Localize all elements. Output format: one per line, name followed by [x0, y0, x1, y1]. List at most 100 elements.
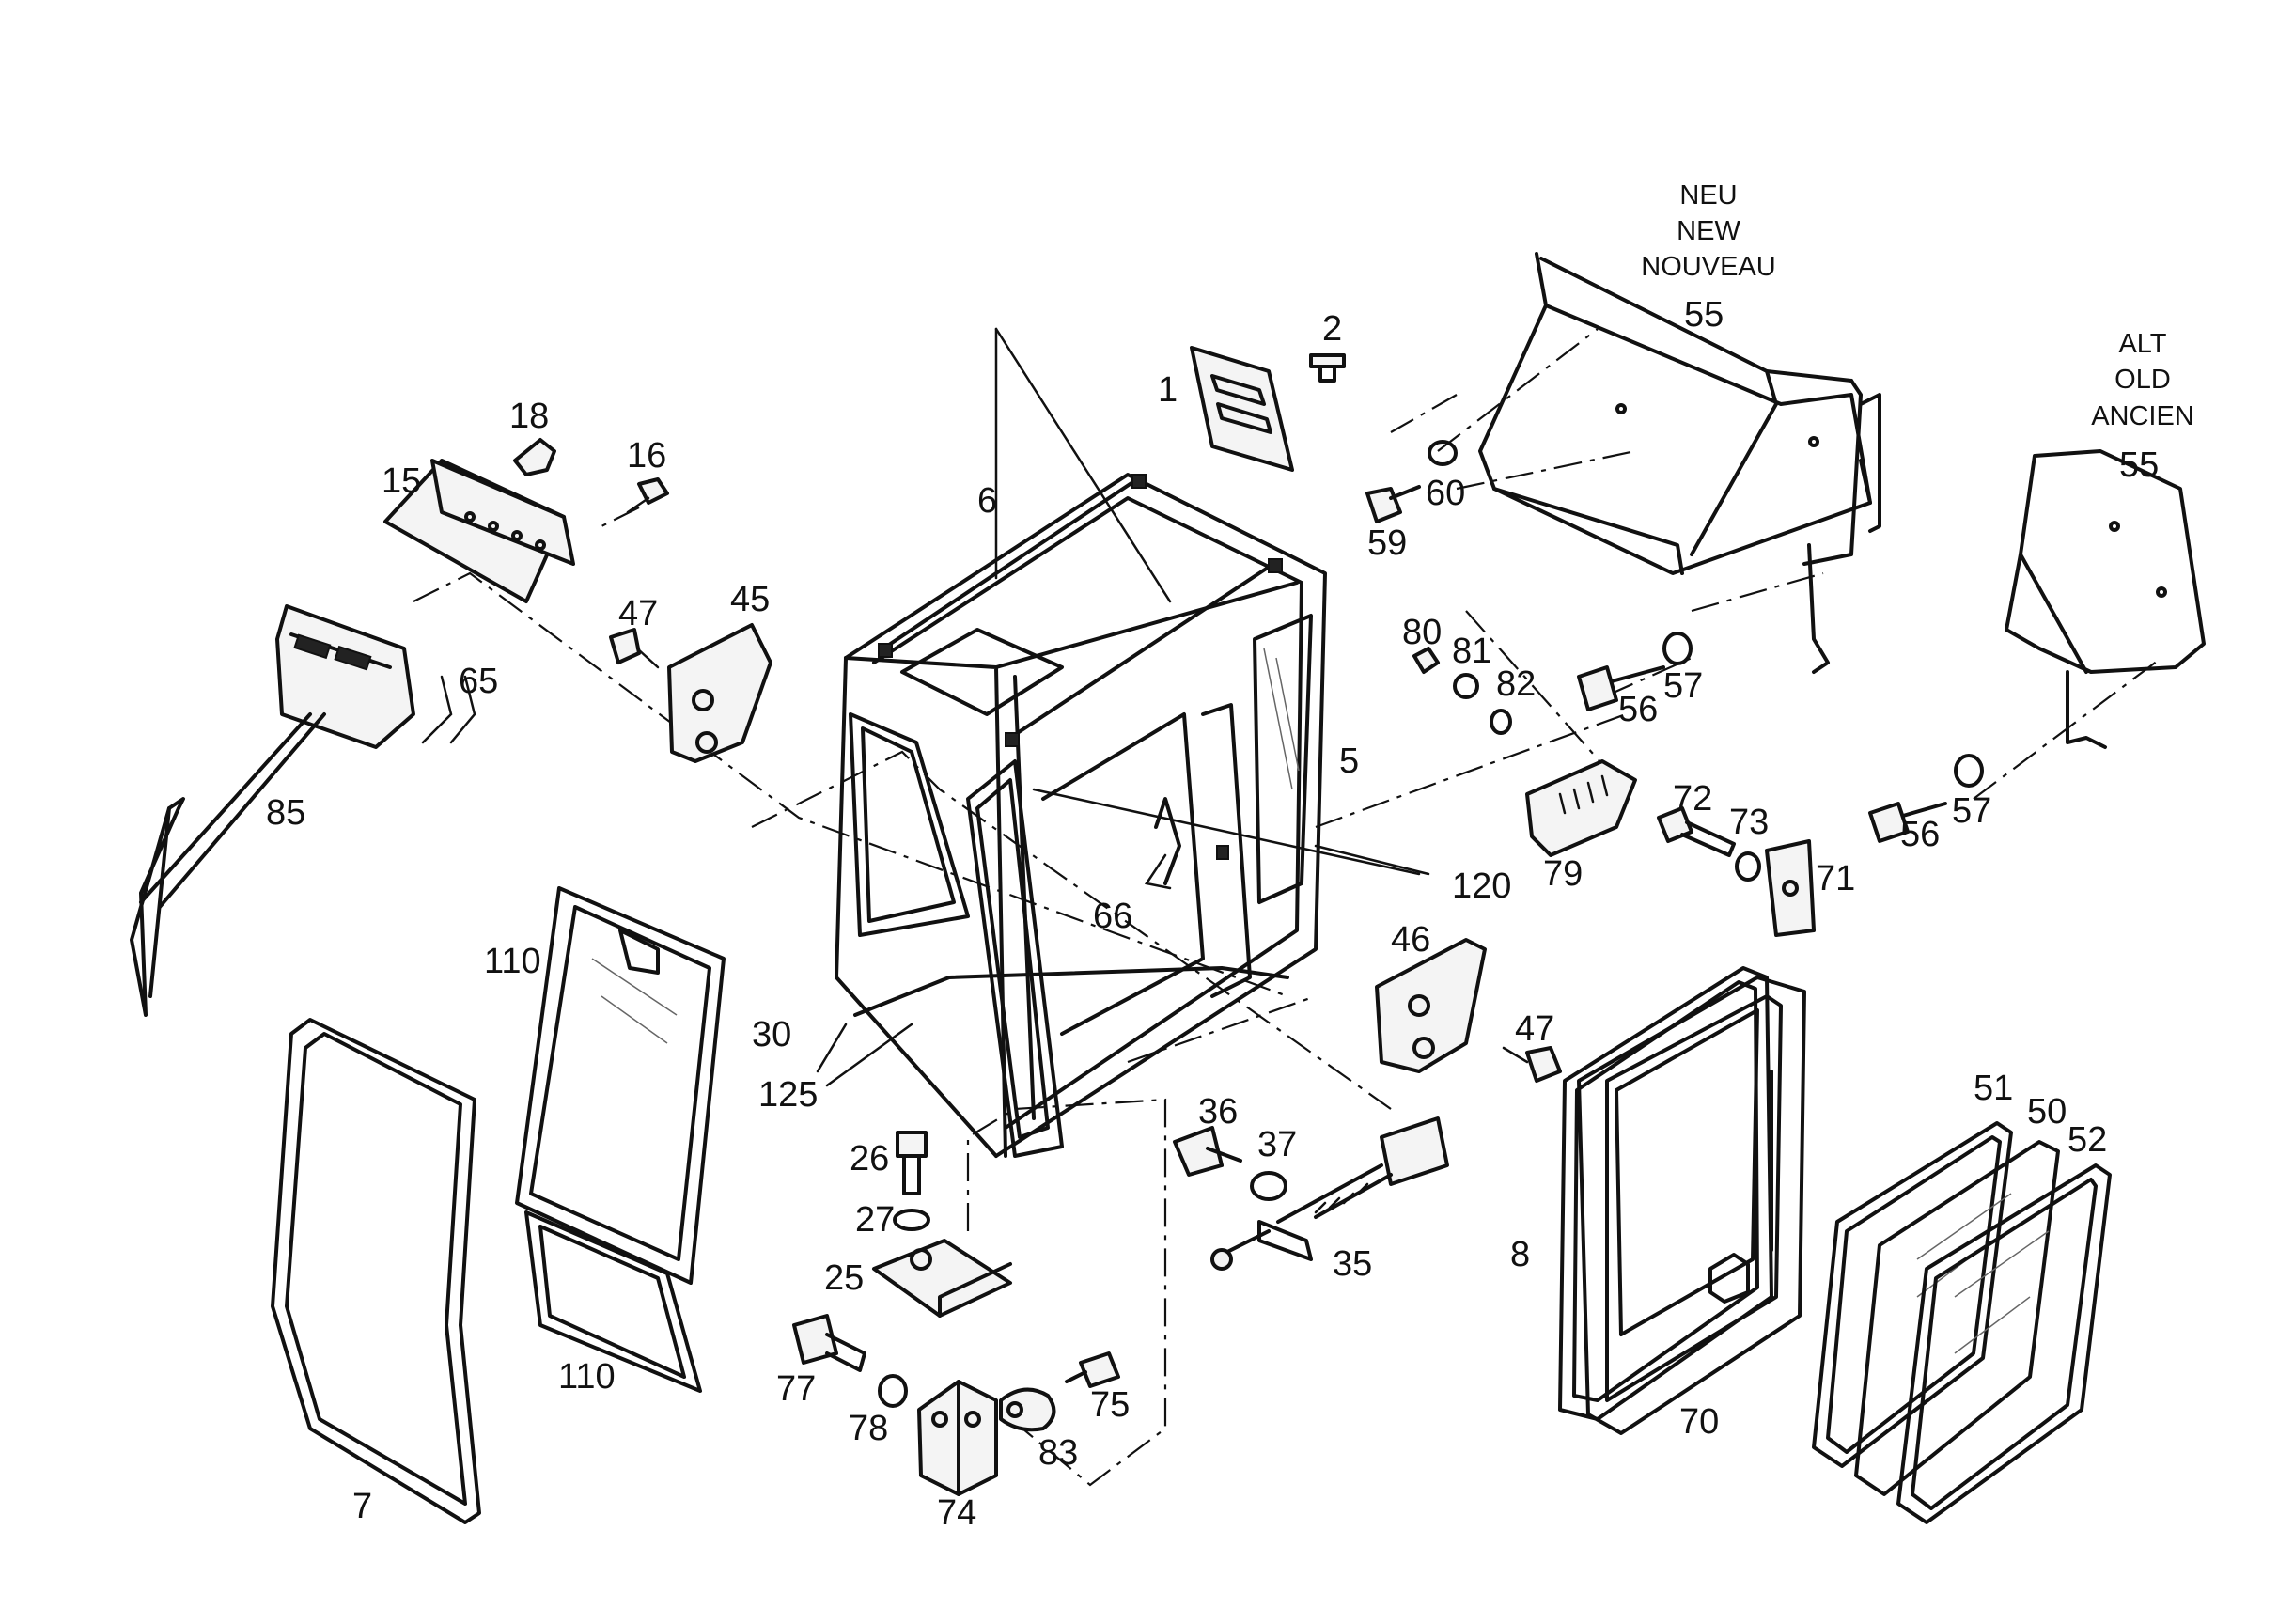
- variant-new-line-3: NOUVEAU: [1641, 252, 1775, 282]
- washer-27: [893, 1209, 930, 1231]
- door-stay-35: [1210, 1116, 1449, 1271]
- label-part-30: 30: [752, 1015, 791, 1054]
- variant-old-line-1: ALT: [2118, 329, 2166, 359]
- washer-60: [1428, 440, 1458, 466]
- label-part-15: 15: [382, 461, 421, 501]
- variant-note-old: ALT OLD ANCIEN: [2091, 329, 2194, 431]
- label-part-36: 36: [1198, 1092, 1238, 1132]
- label-part-50: 50: [2027, 1092, 2067, 1132]
- connector-79: [1525, 759, 1637, 857]
- screw-59: [1365, 485, 1421, 523]
- bolt-36: [1173, 1126, 1242, 1177]
- bolt-26: [896, 1131, 928, 1195]
- window-seal-52: [1896, 1163, 2112, 1524]
- label-part-120: 120: [1452, 867, 1511, 906]
- label-part-1: 1: [1158, 370, 1178, 410]
- fuse-strip: [383, 459, 575, 603]
- label-part-66: 66: [1093, 897, 1132, 936]
- callout-labels: 1 2 6 18 16 15 47 45 65 85 5 120 66 110 …: [266, 295, 2159, 1533]
- screw-16: [626, 477, 669, 514]
- storage-box-old: [2005, 449, 2206, 749]
- label-part-78: 78: [849, 1409, 888, 1448]
- label-part-46: 46: [1391, 920, 1430, 960]
- label-part-8: 8: [1510, 1235, 1530, 1274]
- label-part-18: 18: [509, 397, 549, 436]
- bolt-72: [1657, 806, 1736, 857]
- bolt-56-upper: [1577, 665, 1665, 711]
- washer-81: [1453, 673, 1479, 699]
- seal-frame-7: [271, 1018, 481, 1524]
- label-part-45: 45: [730, 580, 770, 619]
- washer-78: [878, 1374, 908, 1408]
- label-part-79: 79: [1543, 854, 1583, 894]
- label-part-37: 37: [1257, 1125, 1297, 1164]
- label-part-56-lower: 56: [1900, 815, 1940, 854]
- variant-old-line-3: ANCIEN: [2091, 401, 2194, 431]
- label-part-85: 85: [266, 793, 305, 833]
- nut-80: [1412, 647, 1440, 674]
- bolt-47-left: [609, 628, 660, 669]
- door-seal-8: [1558, 966, 1773, 1421]
- label-part-7: 7: [352, 1487, 372, 1526]
- label-part-55-new: 55: [1684, 295, 1724, 335]
- bolt-56-lower: [1868, 802, 1947, 843]
- variant-note-new: NEU NEW NOUVEAU: [1641, 180, 1775, 282]
- window-seal-51: [1812, 1121, 2013, 1468]
- label-part-74: 74: [937, 1493, 976, 1533]
- windscreen-upper: [515, 886, 726, 1285]
- cab-frame: [816, 327, 1430, 1158]
- label-part-35: 35: [1333, 1244, 1372, 1284]
- variant-new-line-1: NEU: [1679, 180, 1737, 211]
- label-part-26: 26: [850, 1139, 889, 1179]
- washer-73: [1735, 851, 1761, 882]
- vent-grille: [1190, 346, 1294, 472]
- label-part-6: 6: [977, 481, 997, 521]
- label-part-5: 5: [1339, 742, 1359, 781]
- label-part-110-upper: 110: [484, 942, 541, 981]
- bolt-47-right: [1502, 1046, 1562, 1083]
- bolt-77: [792, 1314, 866, 1372]
- label-part-47-right: 47: [1515, 1009, 1554, 1049]
- label-part-72: 72: [1673, 779, 1712, 819]
- label-part-59: 59: [1367, 523, 1407, 563]
- label-part-70: 70: [1679, 1402, 1719, 1442]
- label-part-83: 83: [1038, 1433, 1078, 1473]
- label-part-75: 75: [1090, 1385, 1130, 1425]
- label-part-71: 71: [1816, 859, 1855, 898]
- door-70: [1577, 976, 1806, 1435]
- variant-old-line-2: OLD: [2114, 365, 2171, 395]
- label-part-110-lower: 110: [558, 1357, 616, 1397]
- bolt-75: [1065, 1351, 1120, 1388]
- label-part-27: 27: [855, 1200, 895, 1240]
- washer-57-lower: [1954, 754, 1984, 788]
- window-glass-50: [1854, 1140, 2060, 1496]
- hinge-74: [917, 1380, 998, 1496]
- label-part-77: 77: [776, 1369, 816, 1409]
- wiper-assembly: [130, 604, 476, 1017]
- hinge-bracket-71: [1765, 839, 1816, 937]
- label-part-56-upper: 56: [1618, 690, 1658, 729]
- label-part-57-lower: 57: [1952, 791, 1991, 831]
- label-part-125: 125: [758, 1075, 818, 1115]
- label-part-65: 65: [459, 662, 498, 701]
- label-part-81: 81: [1452, 632, 1491, 671]
- label-part-16: 16: [627, 436, 666, 476]
- mount-plate-25: [872, 1239, 1012, 1318]
- assembly-lines: [413, 328, 2162, 1487]
- storage-box-new: [1478, 252, 1881, 674]
- label-part-47-left: 47: [618, 594, 658, 633]
- washer-37: [1250, 1171, 1287, 1201]
- label-part-2: 2: [1322, 309, 1342, 349]
- label-part-55-old: 55: [2119, 445, 2159, 485]
- bracket-46: [1375, 938, 1487, 1073]
- screw-2: [1309, 353, 1346, 383]
- bulb-18: [513, 438, 556, 476]
- label-part-25: 25: [824, 1258, 864, 1298]
- bracket-45: [667, 623, 772, 763]
- label-part-52: 52: [2067, 1120, 2107, 1160]
- clip-83: [999, 1387, 1056, 1432]
- label-part-80: 80: [1402, 613, 1442, 652]
- label-part-57-upper: 57: [1663, 666, 1703, 706]
